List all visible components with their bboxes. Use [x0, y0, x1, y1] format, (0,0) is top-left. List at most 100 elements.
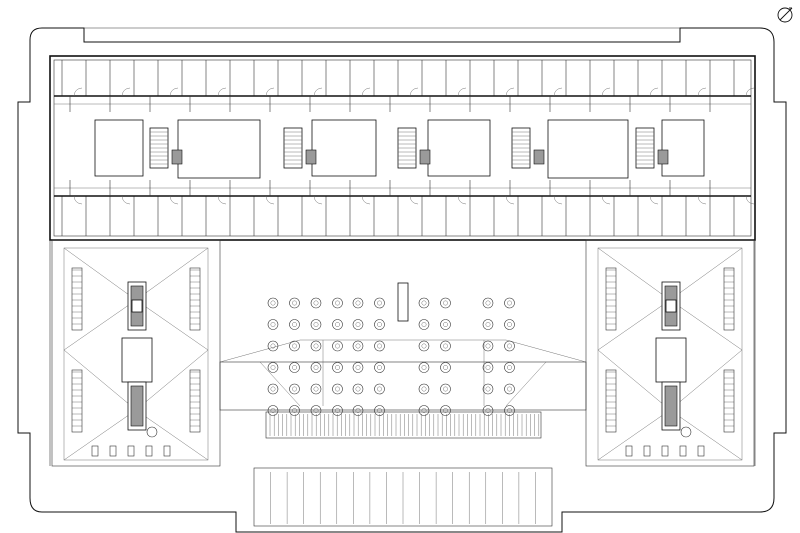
courtyard: [311, 119, 377, 177]
door-swing-icon: [169, 87, 179, 97]
plaza-table: [332, 319, 343, 330]
plaza-bench: [265, 411, 542, 439]
plaza-table: [332, 383, 343, 395]
plaza-table: [352, 340, 364, 352]
plaza-table: [418, 362, 430, 373]
roof-ridge: [135, 247, 209, 301]
plaza-table: [418, 340, 430, 352]
stair-core: [149, 127, 183, 169]
door-swing-icon: [601, 87, 611, 97]
door-swing-icon: [697, 87, 707, 97]
door-swing-icon: [217, 87, 227, 97]
elevator-icon: [171, 149, 183, 165]
plaza-table: [352, 405, 364, 416]
plaza-table: [332, 340, 343, 352]
plaza-table: [289, 340, 300, 352]
plaza-table: [374, 319, 385, 330]
plaza-table: [482, 340, 494, 352]
parking-ramp: [253, 467, 553, 527]
plaza-table: [504, 319, 515, 330]
door-swing-icon: [457, 195, 467, 205]
roof-ridge: [135, 299, 209, 351]
plaza-table: [310, 340, 322, 352]
light-well: [655, 337, 687, 383]
right-wing: [585, 239, 755, 467]
plaza-table: [482, 362, 494, 373]
roof-ridge: [63, 299, 137, 351]
stair-core: [511, 127, 545, 169]
courtyard: [661, 119, 705, 177]
plaza-table: [504, 383, 515, 395]
stair-core: [635, 127, 669, 169]
plaza-table: [504, 362, 515, 373]
plaza-table: [374, 383, 385, 395]
plant-icon: [146, 426, 158, 438]
seat: [697, 445, 705, 457]
housing-block: [49, 55, 756, 241]
seat: [91, 445, 99, 457]
plaza-table: [440, 362, 451, 373]
plaza-table: [352, 362, 364, 373]
lift-core: [127, 281, 147, 331]
door-swing-icon: [121, 87, 131, 97]
plaza-table: [289, 405, 300, 416]
door-swing-icon: [505, 195, 515, 205]
seat: [661, 445, 669, 457]
roof-ridge: [597, 247, 671, 301]
door-swing-icon: [313, 195, 323, 205]
roof-ridge: [669, 247, 743, 301]
seat: [625, 445, 633, 457]
plaza-table: [440, 383, 451, 395]
roof-ridge: [597, 299, 671, 351]
plaza-table: [482, 319, 494, 330]
plaza-table: [289, 297, 300, 309]
plaza-table: [267, 319, 279, 330]
plaza-table: [267, 362, 279, 373]
plaza-table: [374, 297, 385, 309]
seat: [145, 445, 153, 457]
plaza-table: [332, 297, 343, 309]
door-swing-icon: [505, 87, 515, 97]
plaza-table: [440, 405, 451, 416]
stair-core: [283, 127, 317, 169]
elevator-icon: [305, 149, 317, 165]
door-swing-icon: [169, 195, 179, 205]
plaza-table: [440, 319, 451, 330]
plaza-table: [418, 383, 430, 395]
seat: [679, 445, 687, 457]
lift-core: [127, 381, 147, 431]
plaza-table: [310, 383, 322, 395]
seat: [109, 445, 117, 457]
elevator-icon: [419, 149, 431, 165]
plaza-table: [332, 362, 343, 373]
plaza-table: [374, 362, 385, 373]
roof-ridge: [669, 299, 743, 351]
door-swing-icon: [553, 87, 563, 97]
door-swing-icon: [313, 87, 323, 97]
plaza-table: [504, 340, 515, 352]
plaza-table: [374, 340, 385, 352]
door-swing-icon: [601, 195, 611, 205]
plaza-table: [289, 362, 300, 373]
plaza-table: [310, 319, 322, 330]
plaza-table: [418, 319, 430, 330]
door-swing-icon: [457, 87, 467, 97]
door-swing-icon: [649, 87, 659, 97]
seat: [643, 445, 651, 457]
courtyard: [427, 119, 491, 177]
north-arrow-icon: [777, 7, 793, 23]
lift-core: [661, 281, 681, 331]
door-swing-icon: [265, 87, 275, 97]
plaza-table: [504, 297, 515, 309]
door-swing-icon: [361, 195, 371, 205]
door-swing-icon: [649, 195, 659, 205]
door-swing-icon: [121, 195, 131, 205]
plaza-table: [310, 405, 322, 416]
left-wing: [51, 239, 221, 467]
door-swing-icon: [745, 195, 755, 205]
plaza-table: [267, 405, 279, 416]
door-swing-icon: [73, 195, 83, 205]
elevator-icon: [657, 149, 669, 165]
light-well: [121, 337, 153, 383]
